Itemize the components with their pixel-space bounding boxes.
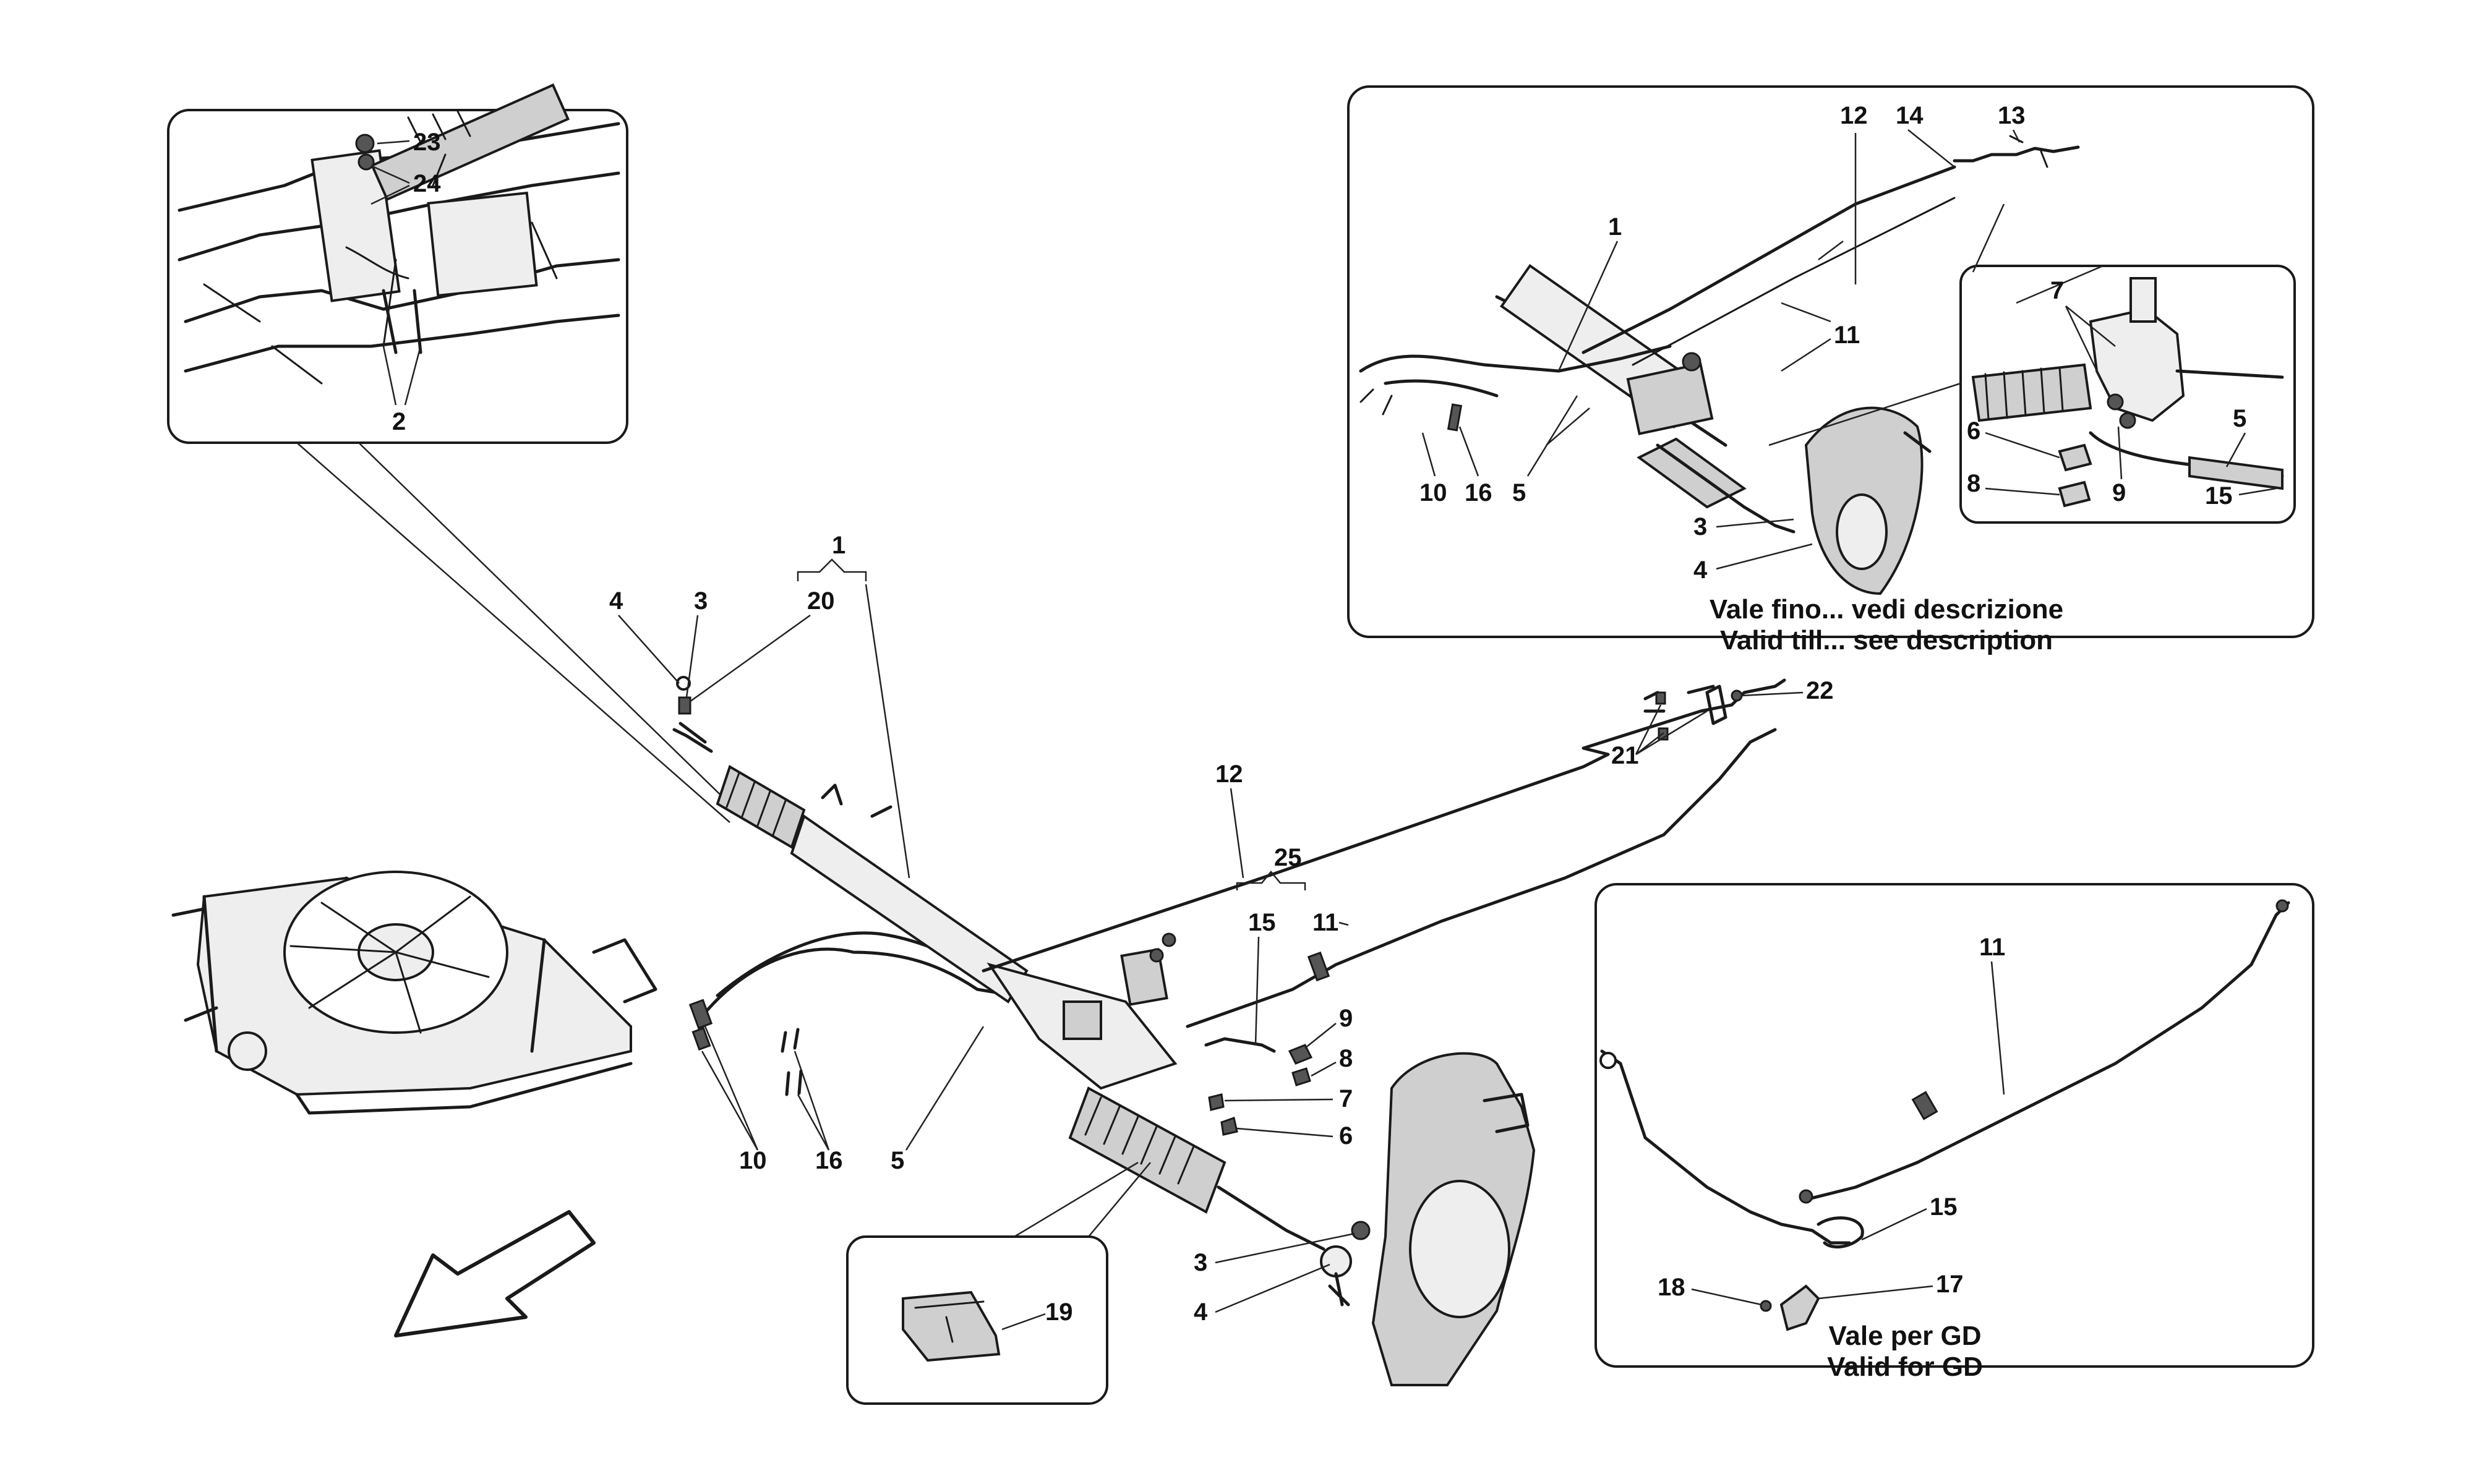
hub-bore: [1409, 1180, 1510, 1318]
callout-4: 4: [1693, 556, 1708, 584]
inset-top-right-rack-illustration: [1359, 135, 2080, 595]
sub-callout-8: 8: [1967, 470, 1980, 497]
steering-column-mount-illustration: [178, 83, 620, 385]
callout-8: 8: [1339, 1045, 1353, 1072]
callout-2: 2: [392, 408, 406, 435]
inset-top-right-callouts: 12 14 13 1 11 10 16 5 3 4 7 6 8 9: [1419, 102, 2277, 584]
pipe-12: [982, 678, 1786, 973]
inset-bottom-right: 11 15 18 17 Vale per GD Valid for GD: [1594, 883, 2314, 1382]
callout-11: 11: [1834, 322, 1860, 349]
callout-15-gd: 15: [1930, 1193, 1958, 1221]
bracket-1: [797, 558, 867, 581]
callout-10: 10: [739, 1147, 767, 1174]
callout-11: 11: [1312, 909, 1338, 936]
callout-24: 24: [413, 170, 441, 197]
callout-16: 16: [815, 1147, 843, 1174]
inset-bottom-right-caption-it: Vale per GD: [1828, 1321, 1981, 1351]
return-hose: [697, 947, 1053, 1022]
inset-top-left-pointer: [296, 442, 737, 823]
callout-18-gd: 18: [1658, 1274, 1685, 1301]
callout-9: 9: [1339, 1005, 1353, 1032]
radiator-fan-unit: [171, 871, 657, 1115]
callout-1: 1: [832, 532, 845, 559]
inset-label-19-pointer: [1014, 1161, 1151, 1238]
hub-lug: [1483, 1093, 1530, 1133]
inset-top-left: 23 24 2: [167, 83, 628, 444]
callout-5: 5: [1512, 479, 1526, 506]
sub-callout-5: 5: [2233, 405, 2246, 432]
callout-3: 3: [1693, 513, 1707, 540]
inset-top-left-callouts: 23 24 2: [370, 129, 441, 435]
sub-callout-6: 6: [1967, 417, 1980, 445]
inset-label-19: 19: [846, 1161, 1151, 1405]
callout-11-gd: 11: [1979, 934, 2005, 961]
callout-25: 25: [1274, 844, 1302, 871]
callout-1: 1: [1608, 213, 1622, 241]
callout-23: 23: [413, 129, 441, 156]
callout-20: 20: [807, 587, 835, 615]
inset-top-right-subdetail: [1768, 203, 2296, 524]
callout-15: 15: [1248, 909, 1276, 936]
callout-7: 7: [1339, 1085, 1353, 1112]
clip-16-b: [785, 1069, 803, 1096]
callout-17-gd: 17: [1936, 1271, 1964, 1298]
vehicle-forward-arrow-icon: [394, 1210, 596, 1337]
callout-4b: 4: [1194, 1298, 1208, 1326]
hose-15: [1204, 1037, 1276, 1053]
callout-13: 13: [1998, 102, 2026, 129]
sub-callout-7: 7: [2050, 277, 2064, 304]
gd-sensor-17: [1779, 1284, 1820, 1331]
sub-callout-9: 9: [2112, 479, 2126, 506]
warning-label: [902, 1290, 1001, 1362]
gd-hose-15: [1600, 1049, 1851, 1245]
inset-bottom-right-caption-en: Valid for GD: [1827, 1352, 1983, 1382]
gd-screw-18: [1760, 1300, 1772, 1312]
steering-rack: [672, 676, 1371, 1307]
callout-16: 16: [1465, 479, 1492, 506]
bracket-25: [1236, 871, 1306, 890]
inset-bottom-right-frame: [1594, 883, 2314, 1368]
main-steering-assembly: 1 20 4 3 12 25 15 11 9 8 7 6 10 16: [171, 532, 1834, 1386]
bracket-21: [1655, 691, 1666, 705]
inset-top-right: 12 14 13 1 11 10 16 5 3 4 7 6 8 9: [1347, 85, 2314, 655]
sub-callout-15: 15: [2205, 482, 2233, 510]
callout-12: 12: [1840, 102, 1868, 129]
callout-19: 19: [1045, 1298, 1073, 1326]
callout-14: 14: [1896, 102, 1924, 129]
bracket-21-b: [1705, 684, 1727, 725]
callout-21: 21: [1611, 742, 1639, 769]
inset-top-right-caption-it: Vale fino... vedi descrizione: [1710, 594, 2063, 625]
clip-16-a: [781, 1028, 800, 1053]
inset-bottom-right-callouts: 11 15 18 17: [1658, 934, 2005, 1306]
pipe-11: [1186, 728, 1777, 1028]
callout-10: 10: [1419, 479, 1447, 506]
gd-pipe-11: [1804, 901, 2290, 1201]
callout-22: 22: [1806, 677, 1834, 704]
tie-rod-end: [1328, 1284, 1350, 1307]
main-callouts: 1 20 4 3 12 25 15 11 9 8 7 6 10 16: [609, 532, 1834, 1326]
callout-4: 4: [609, 587, 623, 615]
inset-top-right-caption-en: Valid till... see description: [1720, 625, 2053, 655]
callout-3: 3: [694, 587, 708, 615]
callout-12: 12: [1215, 761, 1243, 788]
callout-3b: 3: [1194, 1249, 1207, 1276]
callout-5: 5: [891, 1147, 904, 1174]
callout-6: 6: [1339, 1122, 1353, 1149]
